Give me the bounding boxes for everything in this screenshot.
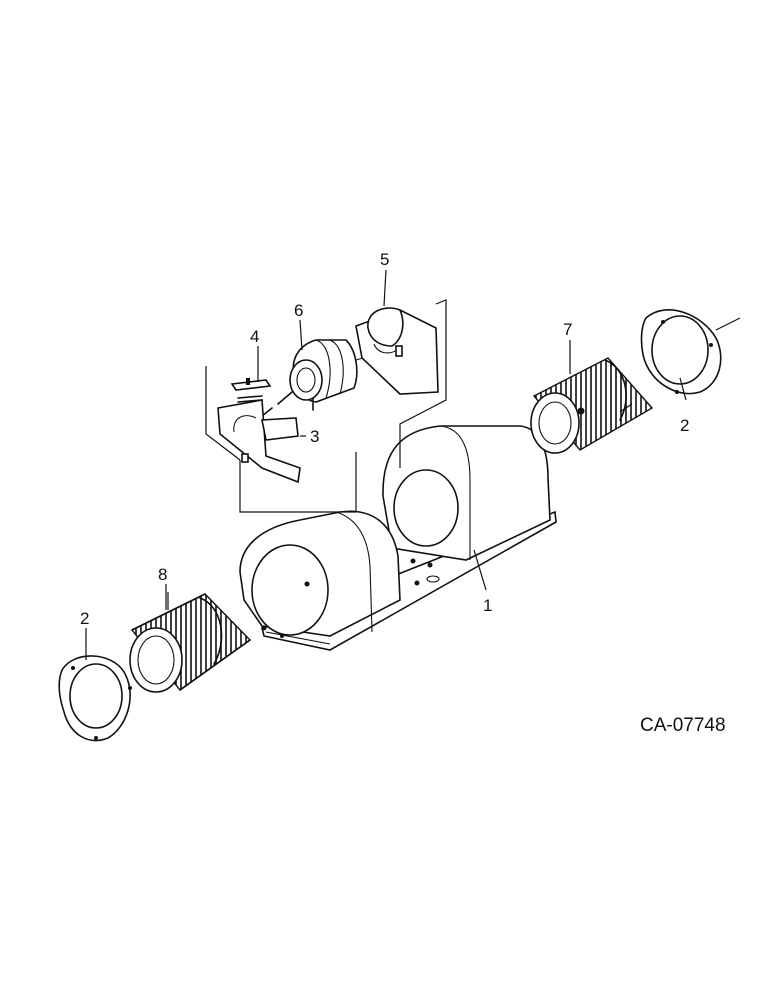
blower-housing bbox=[239, 425, 557, 651]
callout-4: 4 bbox=[250, 327, 259, 346]
callout-2-left: 2 bbox=[80, 609, 89, 628]
mounting-ring-right bbox=[640, 309, 741, 395]
callout-2-right: 2 bbox=[680, 416, 689, 435]
callout-7: 7 bbox=[563, 320, 572, 339]
blower-motor bbox=[261, 339, 371, 417]
motor-mount-plate bbox=[355, 307, 439, 395]
motor-bracket bbox=[217, 399, 301, 484]
callout-3: 3 bbox=[310, 427, 319, 446]
callout-6: 6 bbox=[294, 301, 303, 320]
leader-lines bbox=[85, 269, 687, 660]
drawing-code: CA-07748 bbox=[640, 715, 726, 736]
assembly-lines bbox=[167, 299, 633, 610]
blower-wheel-left bbox=[129, 593, 252, 693]
mounting-ring-left bbox=[58, 655, 132, 742]
blower-wheel-right bbox=[530, 357, 654, 454]
callout-5: 5 bbox=[380, 250, 389, 269]
callout-1: 1 bbox=[483, 596, 492, 615]
callout-8: 8 bbox=[158, 565, 167, 584]
motor-clip bbox=[230, 378, 272, 407]
